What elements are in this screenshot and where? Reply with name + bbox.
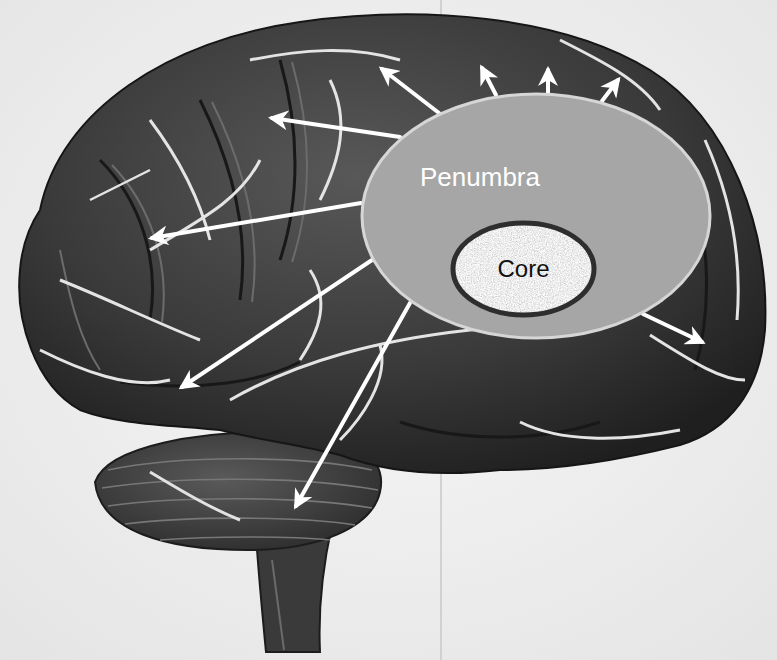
- cerebellum-fold: [108, 459, 372, 470]
- cerebellum-fold: [102, 479, 378, 490]
- gyrus-highlight: [292, 62, 307, 262]
- brainstem-ridge: [272, 560, 284, 650]
- blood-vessel: [250, 51, 400, 60]
- blood-vessel: [40, 350, 170, 383]
- blood-vessel: [520, 422, 680, 438]
- blood-vessel: [90, 170, 150, 200]
- cerebellum-fold: [160, 537, 330, 540]
- spread-arrow: [482, 68, 496, 95]
- penumbra-ellipse: [362, 94, 710, 338]
- spread-arrow: [382, 69, 439, 113]
- gyrus-highlight: [60, 250, 100, 370]
- spread-arrow: [602, 80, 618, 101]
- region-label: Penumbra: [420, 163, 540, 193]
- sulcus: [200, 100, 243, 300]
- spread-arrow: [182, 260, 372, 387]
- sulcus: [100, 160, 153, 320]
- blood-vessel: [60, 280, 200, 340]
- blood-vessel: [150, 472, 240, 520]
- cerebrum: [19, 14, 765, 473]
- gyrus-highlight: [112, 165, 164, 322]
- cerebellum-fold: [108, 499, 372, 508]
- spread-arrow: [152, 203, 361, 238]
- spread-arrow: [643, 314, 702, 342]
- blood-vessel: [300, 270, 321, 360]
- gyrus-highlight: [212, 102, 255, 302]
- region-label: Core: [497, 255, 549, 283]
- penumbra-region: PenumbraCore: [360, 92, 712, 340]
- core-texture: [450, 220, 597, 318]
- sulcus: [280, 60, 295, 260]
- blood-vessel: [320, 80, 341, 200]
- blood-vessel: [150, 120, 210, 240]
- core-ellipse: [453, 223, 594, 315]
- spread-arrow: [296, 303, 410, 506]
- core-region: Core: [450, 220, 597, 318]
- spread-arrow: [272, 118, 400, 137]
- spread-arrow: [546, 70, 550, 93]
